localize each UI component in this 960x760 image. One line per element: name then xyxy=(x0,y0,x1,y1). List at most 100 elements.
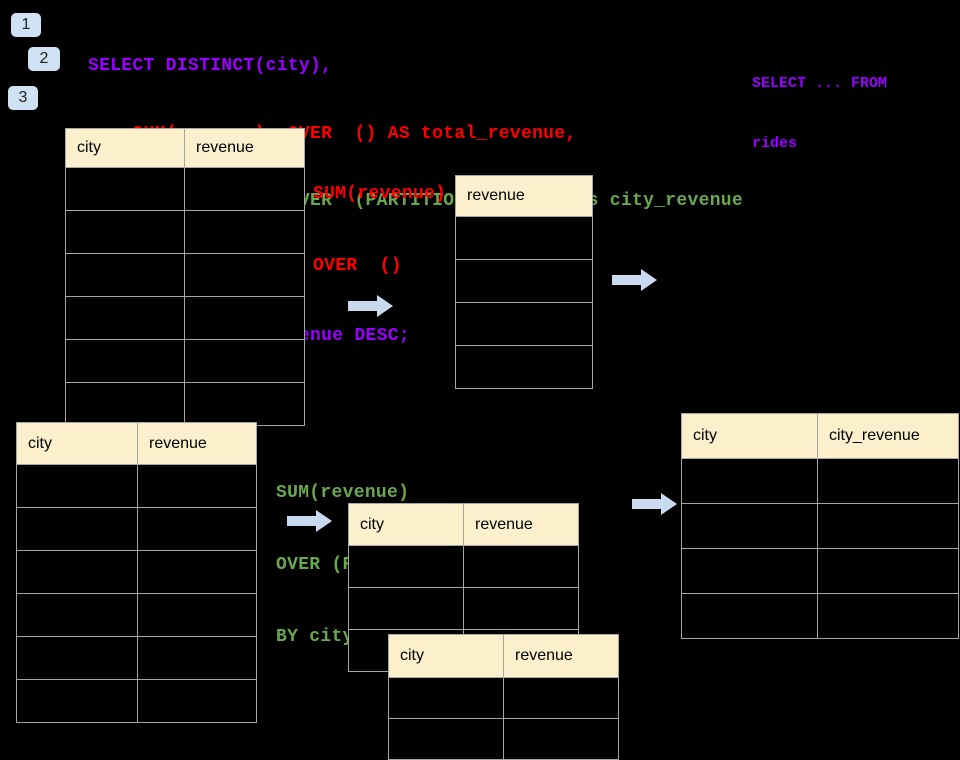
table-cell xyxy=(504,678,618,718)
table-cell xyxy=(456,346,592,388)
column-header-city-label: city xyxy=(360,515,384,533)
table-cell xyxy=(138,551,256,593)
table-cell xyxy=(185,254,304,296)
column-header-city-label: city xyxy=(77,139,101,156)
table-row xyxy=(682,458,958,503)
table-row xyxy=(66,339,304,382)
table-cell xyxy=(66,340,185,382)
arrow-right-icon xyxy=(612,268,658,292)
table-cell xyxy=(464,546,578,587)
table-cell xyxy=(682,594,818,638)
table-partition-first-header: city revenue xyxy=(349,504,578,545)
table-row xyxy=(17,636,256,679)
table-cell xyxy=(504,719,618,759)
table-city-result: city city_revenue xyxy=(681,413,959,639)
table-cell xyxy=(818,504,958,548)
column-header-revenue: revenue xyxy=(185,129,304,167)
table-source-bottom: city revenue xyxy=(16,422,257,723)
arrow-right-icon xyxy=(348,294,394,318)
table-cell xyxy=(138,465,256,507)
column-header-revenue: revenue xyxy=(456,176,592,216)
table-cell xyxy=(818,459,958,503)
sql-line-select: SELECT DISTINCT(city), xyxy=(88,56,333,76)
table-cell xyxy=(17,594,138,636)
table-cell xyxy=(818,549,958,593)
column-header-city: city xyxy=(682,414,818,458)
table-cell xyxy=(349,588,464,629)
table-source-top-header: city revenue xyxy=(66,129,304,167)
column-header-revenue: revenue xyxy=(504,635,618,677)
table-total-result-header: revenue xyxy=(456,176,592,216)
side-note-line-2: rides xyxy=(752,135,798,152)
column-header-city-label: city xyxy=(28,434,52,452)
step-badge-3-label: 3 xyxy=(18,89,28,106)
table-cell xyxy=(138,508,256,550)
column-header-city: city xyxy=(66,129,185,167)
table-cell xyxy=(17,680,138,722)
table-cell xyxy=(185,297,304,339)
table-cell xyxy=(17,465,138,507)
column-header-city: city xyxy=(389,635,504,677)
table-cell xyxy=(456,217,592,259)
column-header-city-label: city xyxy=(693,427,717,444)
column-header-revenue: revenue xyxy=(464,504,578,545)
table-cell xyxy=(682,459,818,503)
table-city-result-header: city city_revenue xyxy=(682,414,958,458)
column-header-revenue: revenue xyxy=(138,423,256,464)
table-total-result: revenue xyxy=(455,175,593,389)
arrow-right-icon xyxy=(632,492,678,516)
column-header-city: city xyxy=(349,504,464,545)
table-row xyxy=(682,593,958,638)
table-row xyxy=(17,507,256,550)
table-row xyxy=(66,167,304,210)
annotation-partition-line-1: SUM(revenue) xyxy=(276,483,410,503)
table-row xyxy=(456,345,592,388)
table-source-bottom-header: city revenue xyxy=(17,423,256,464)
table-partition-second-header: city revenue xyxy=(389,635,618,677)
table-cell xyxy=(682,549,818,593)
table-cell xyxy=(818,594,958,638)
column-header-revenue-label: revenue xyxy=(515,647,573,664)
table-cell xyxy=(456,303,592,345)
table-row xyxy=(17,679,256,722)
column-header-city: city xyxy=(17,423,138,464)
table-row xyxy=(17,550,256,593)
arrow-right-icon xyxy=(287,509,333,533)
table-cell xyxy=(66,211,185,253)
annotation-total-window: SUM(revenue) OVER () xyxy=(313,134,446,302)
column-header-city-revenue: city_revenue xyxy=(818,414,958,458)
step-badge-2: 2 xyxy=(28,47,60,71)
table-cell xyxy=(389,719,504,759)
step-badge-1-label: 1 xyxy=(21,16,31,33)
table-row xyxy=(66,382,304,425)
table-row xyxy=(456,302,592,345)
side-note-select-from-rides: SELECT ... FROM rides xyxy=(752,34,887,174)
table-cell xyxy=(185,211,304,253)
column-header-revenue-label: revenue xyxy=(196,139,254,156)
column-header-revenue-label: revenue xyxy=(475,515,533,533)
table-row xyxy=(682,503,958,548)
table-row xyxy=(17,593,256,636)
annotation-total-line-2: OVER () xyxy=(313,256,402,276)
column-header-city-revenue-label: city_revenue xyxy=(829,427,920,444)
table-row xyxy=(682,548,958,593)
table-cell xyxy=(17,551,138,593)
table-cell xyxy=(66,297,185,339)
annotation-total-line-1: SUM(revenue) xyxy=(313,184,447,204)
table-row xyxy=(66,210,304,253)
table-cell xyxy=(66,168,185,210)
table-row xyxy=(66,296,304,339)
table-cell xyxy=(456,260,592,302)
table-row xyxy=(17,464,256,507)
table-row xyxy=(456,216,592,259)
table-cell xyxy=(389,678,504,718)
step-badge-2-label: 2 xyxy=(39,50,49,67)
table-cell xyxy=(185,383,304,425)
step-badge-1: 1 xyxy=(11,13,41,37)
table-cell xyxy=(682,504,818,548)
column-header-revenue-label: revenue xyxy=(149,434,207,452)
step-badge-3: 3 xyxy=(8,86,38,110)
table-partition-second: city revenue xyxy=(388,634,619,760)
table-cell xyxy=(138,594,256,636)
table-cell xyxy=(138,637,256,679)
